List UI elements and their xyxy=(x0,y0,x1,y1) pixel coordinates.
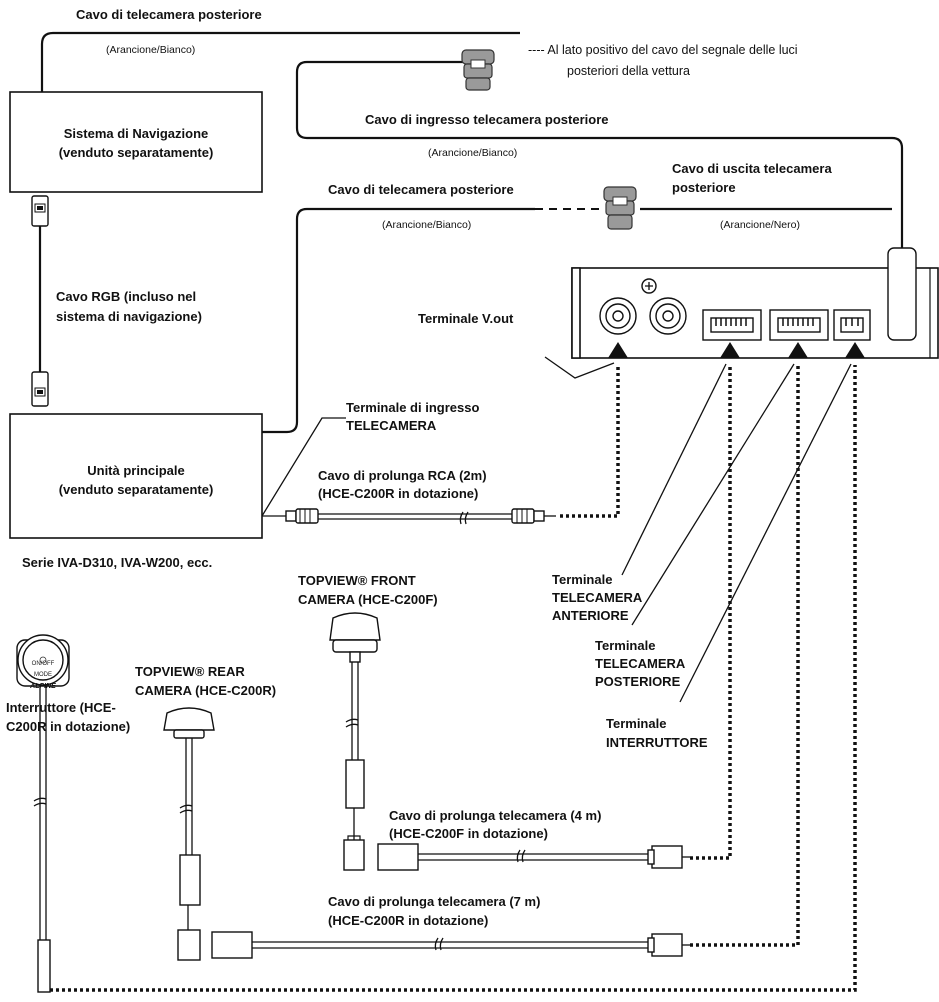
harness-grommet xyxy=(887,247,917,341)
cable-break-marks xyxy=(33,511,526,951)
dotted-4m-to-front xyxy=(690,365,732,860)
front-camera-plug xyxy=(343,839,365,871)
label-camera-input-terminal-2: TELECAMERA xyxy=(346,418,437,433)
switch-mode-label: MODE xyxy=(34,672,52,678)
rear-camera-inline-box xyxy=(179,854,201,906)
label-vout-terminal: Terminale V.out xyxy=(418,311,514,326)
label-rear-terminal-1: Terminale xyxy=(595,638,655,653)
label-switch-1: Interruttore (HCE- xyxy=(6,700,116,715)
dotted-rca-to-vout xyxy=(560,365,620,518)
label-color-orange-black: (Arancione/Nero) xyxy=(720,219,800,231)
front-camera xyxy=(329,612,381,871)
switch-plug xyxy=(37,939,51,993)
arrow-front xyxy=(720,342,740,358)
label-ext-7m-1: Cavo di prolunga telecamera (7 m) xyxy=(328,894,540,909)
ext-4m-plug xyxy=(647,845,690,869)
label-rear-terminal-3: POSTERIORE xyxy=(595,674,681,689)
label-rear-camera-input-cable: Cavo di ingresso telecamera posteriore xyxy=(365,112,608,127)
switch-on-off-label: ON/OFF xyxy=(32,661,55,667)
label-front-terminal-2: TELECAMERA xyxy=(552,590,643,605)
label-ext-4m-1: Cavo di prolunga telecamera (4 m) xyxy=(389,808,601,823)
label-nav-system-2: (venduto separatamente) xyxy=(59,145,214,160)
leader-camera-input xyxy=(261,417,346,517)
break-mark-front xyxy=(345,718,359,728)
break-mark-switch xyxy=(33,797,47,807)
arrow-rear xyxy=(788,342,808,358)
connections xyxy=(44,208,857,992)
rear-camera xyxy=(163,707,215,961)
rca-plug-left xyxy=(285,508,319,524)
label-rca-ext-2: (HCE-C200R in dotazione) xyxy=(318,486,478,501)
break-mark-rear xyxy=(179,804,193,814)
wires xyxy=(38,31,904,949)
label-series: Serie IVA-D310, IVA-W200, ecc. xyxy=(22,555,212,570)
label-front-terminal-1: Terminale xyxy=(552,572,612,587)
break-mark-7m xyxy=(434,937,444,951)
label-output-cable-1: Cavo di uscita telecamera xyxy=(672,161,832,176)
text-labels: Cavo di telecamera posteriore (Arancione… xyxy=(6,7,832,928)
label-front-camera-2: CAMERA (HCE-C200F) xyxy=(298,592,438,607)
rear-camera-plug xyxy=(177,929,201,961)
arrow-switch xyxy=(845,342,865,358)
arrow-vout xyxy=(608,342,628,358)
break-mark-rca xyxy=(459,511,469,525)
label-head-unit-2: (venduto separatamente) xyxy=(59,482,214,497)
label-rear-camera-1: TOPVIEW® REAR xyxy=(135,664,245,679)
label-rgb-cable-1: Cavo RGB (incluso nel xyxy=(56,289,196,304)
rgb-connector-bottom xyxy=(31,371,49,407)
wire-top-rear-camera-cable xyxy=(40,31,520,92)
label-color-orange-white-2: (Arancione/Bianco) xyxy=(428,147,517,159)
label-switch-terminal-1: Terminale xyxy=(606,716,666,731)
ext-4m-socket xyxy=(377,843,419,871)
label-rear-camera-2: CAMERA (HCE-C200R) xyxy=(135,683,276,698)
break-mark-4m xyxy=(516,849,526,863)
label-front-camera-1: TOPVIEW® FRONT xyxy=(298,573,416,588)
terminal-arrows xyxy=(608,342,865,358)
label-mid-rear-camera-cable: Cavo di telecamera posteriore xyxy=(328,182,514,197)
wire-mid-rear-camera-cable xyxy=(262,207,535,434)
leader-switch-terminal xyxy=(679,363,852,703)
label-front-terminal-3: ANTERIORE xyxy=(552,608,629,623)
control-box xyxy=(571,247,939,359)
ext-7m-plug xyxy=(647,933,690,957)
dotted-switch-to-terminal xyxy=(44,365,857,992)
label-top-rear-camera-cable: Cavo di telecamera posteriore xyxy=(76,7,262,22)
head-unit-box xyxy=(9,413,263,539)
label-rgb-cable-2: sistema di navigazione) xyxy=(56,309,202,324)
ext-7m-socket xyxy=(211,931,253,959)
label-head-unit-1: Unità principale xyxy=(87,463,185,478)
label-rear-terminal-2: TELECAMERA xyxy=(595,656,686,671)
label-nav-system-1: Sistema di Navigazione xyxy=(64,126,209,141)
switch-unit: ON/OFF MODE ALPINE xyxy=(16,634,70,993)
label-color-orange-white-3: (Arancione/Bianco) xyxy=(382,219,471,231)
label-ext-7m-2: (HCE-C200R in dotazione) xyxy=(328,913,488,928)
label-ext-4m-2: (HCE-C200F in dotazione) xyxy=(389,826,548,841)
rgb-connector-top xyxy=(31,195,49,227)
dotted-7m-to-rear xyxy=(690,365,800,947)
wire-rear-camera-input-loop xyxy=(295,60,904,248)
inline-connector-top xyxy=(461,49,495,91)
leader-lines xyxy=(261,356,852,703)
leader-vout xyxy=(544,356,615,379)
leader-rear-terminal xyxy=(631,363,795,626)
label-color-orange-white-1: (Arancione/Bianco) xyxy=(106,44,195,56)
leader-front-terminal xyxy=(621,363,727,576)
label-rca-ext-1: Cavo di prolunga RCA (2m) xyxy=(318,468,487,483)
nav-system-box xyxy=(9,91,263,193)
label-output-cable-2: posteriore xyxy=(672,180,736,195)
label-camera-input-terminal-1: Terminale di ingresso xyxy=(346,400,479,415)
label-note-positive: ---- Al lato positivo del cavo del segna… xyxy=(528,43,798,57)
front-camera-inline-box xyxy=(345,759,365,809)
label-note-positive-2: posteriori della vettura xyxy=(567,64,690,78)
switch-brand-logo: ALPINE xyxy=(29,683,56,690)
label-switch-terminal-2: INTERRUTTORE xyxy=(606,735,708,750)
label-switch-2: C200R in dotazione) xyxy=(6,719,130,734)
inline-connector-mid xyxy=(603,186,637,230)
rca-plug-right xyxy=(511,508,556,524)
